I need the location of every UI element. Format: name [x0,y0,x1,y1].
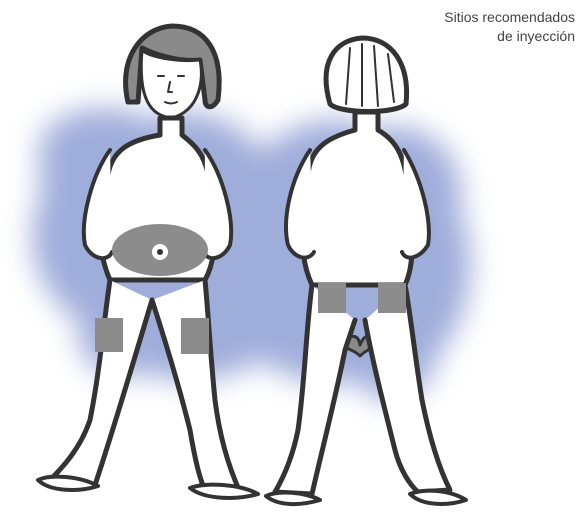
front-face [141,50,201,118]
front-right-foot [190,485,258,498]
navel-dot [157,249,163,255]
front-left-thigh-site [95,318,123,352]
back-left-buttock-site [318,283,346,313]
front-right-thigh-site [181,318,209,354]
back-right-buttock-site [378,283,406,313]
back-right-foot [410,491,466,504]
